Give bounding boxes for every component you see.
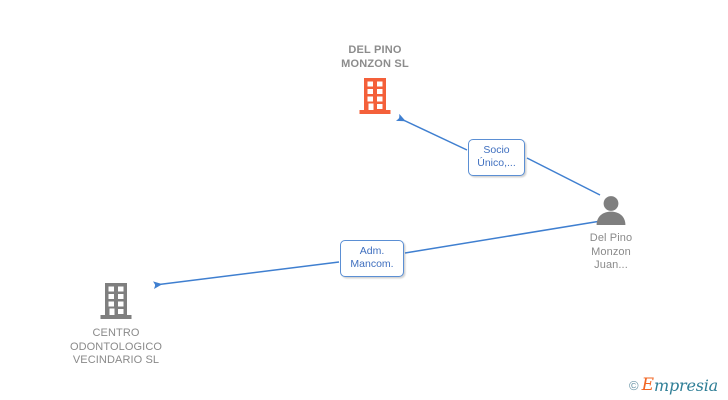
- node-company-centro-label: CENTRO ODONTOLOGICO VECINDARIO SL: [69, 327, 163, 366]
- copyright-icon: ©: [628, 378, 639, 393]
- watermark-brand-initial: E: [641, 375, 654, 395]
- node-person-label: Del Pino Monzon Juan...: [589, 232, 633, 271]
- edge-person-to-centro: [153, 220, 602, 290]
- node-company-centro[interactable]: CENTRO ODONTOLOGICO VECINDARIO SL: [46, 282, 186, 368]
- edge-label-socio-unico[interactable]: Socio Único,...: [468, 139, 525, 176]
- building-icon: [100, 283, 132, 319]
- edge-person-to-root-company: [395, 113, 601, 196]
- building-icon: [359, 78, 391, 114]
- edge-label-adm-mancom[interactable]: Adm. Mancom.: [340, 240, 404, 277]
- node-person[interactable]: Del Pino Monzon Juan...: [561, 195, 661, 273]
- watermark-brand-name: mpresia: [654, 376, 718, 395]
- person-icon: [596, 196, 626, 225]
- watermark-empresia: © E mpresia: [628, 375, 718, 395]
- node-root-company[interactable]: DEL PINO MONZON SL: [307, 44, 443, 115]
- node-root-company-label: DEL PINO MONZON SL: [341, 44, 409, 70]
